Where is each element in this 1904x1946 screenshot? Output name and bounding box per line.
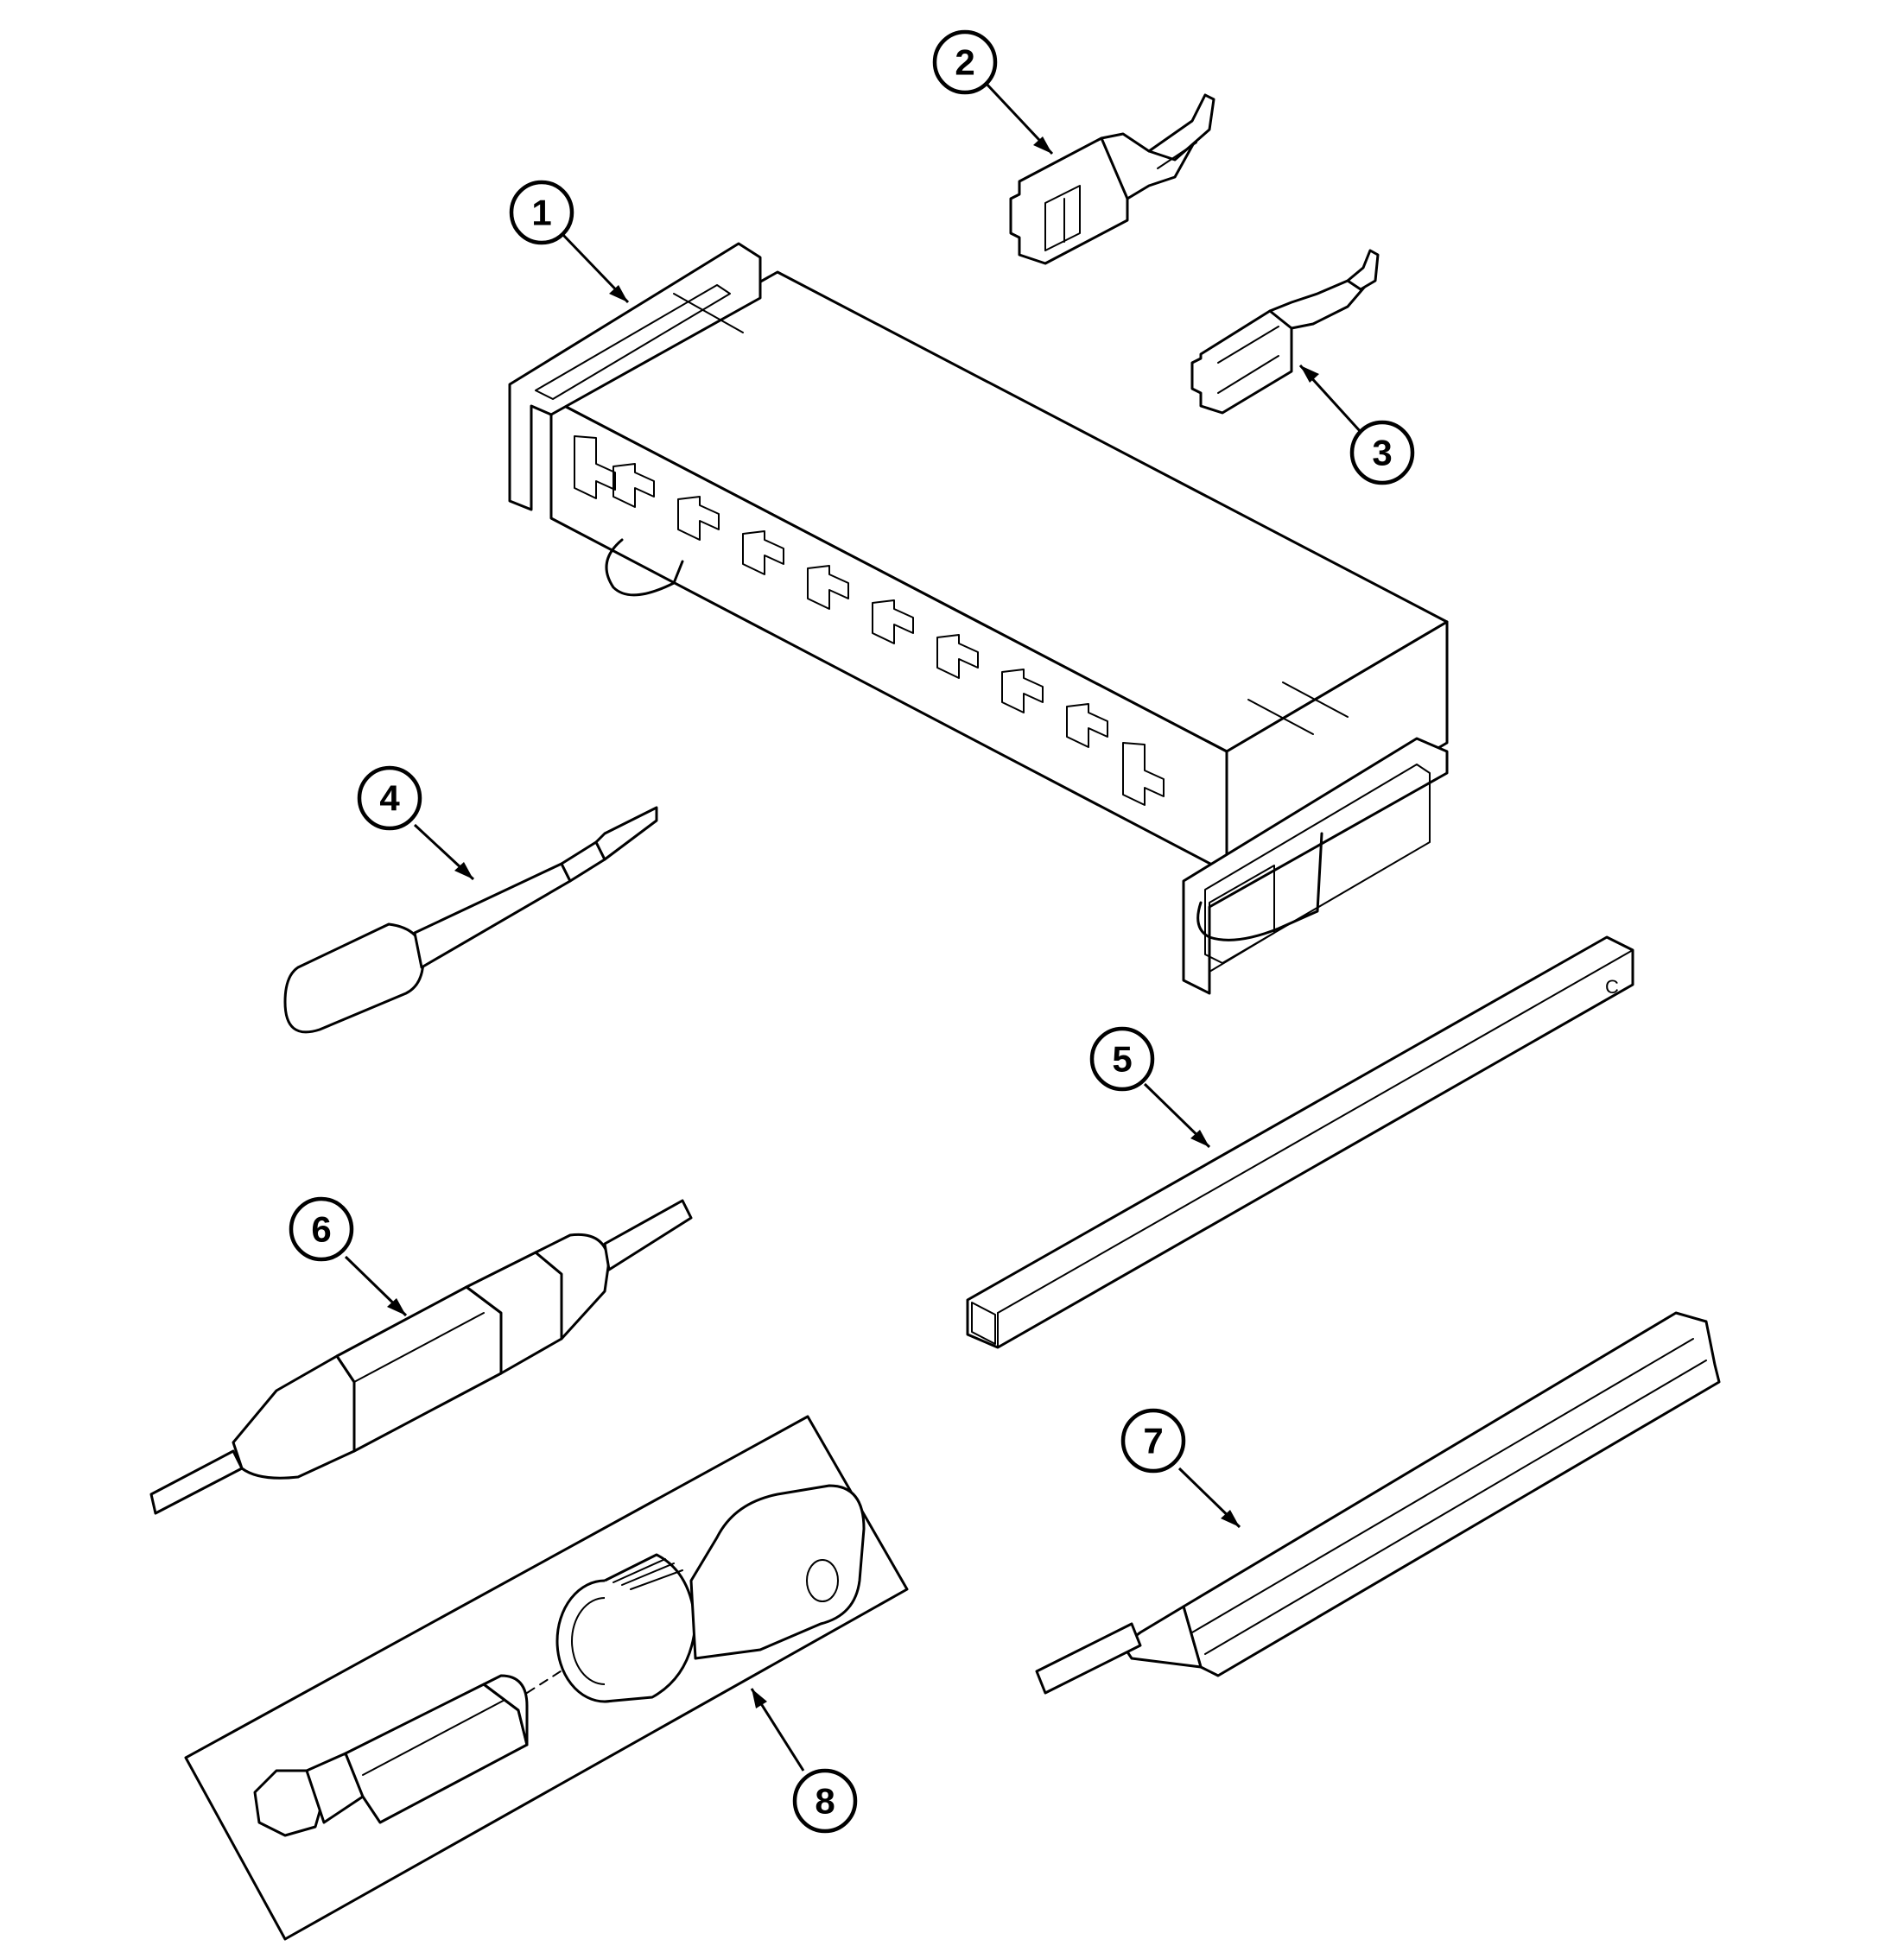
callout-8-label: 8 (815, 1781, 835, 1822)
socket-and-torx-bit-set (184, 1415, 909, 1941)
double-ended-pin-tool (149, 1199, 693, 1515)
callout-2-label: 2 (955, 42, 974, 83)
leader-lines (344, 80, 1362, 1772)
callout-3-label: 3 (1372, 433, 1392, 473)
callout-5: 5 (1089, 1026, 1155, 1092)
callout-7-label: 7 (1143, 1421, 1163, 1461)
callout-3: 3 (1349, 420, 1415, 485)
callout-5-label: 5 (1112, 1039, 1132, 1080)
cavity-row (574, 435, 1165, 806)
square-bar: C (966, 935, 1634, 1349)
terminal-small (1190, 249, 1380, 415)
pin-extractor-tool (283, 806, 658, 1034)
hex-pin-tool (1035, 1311, 1721, 1695)
callout-6-label: 6 (311, 1209, 331, 1250)
callout-7: 7 (1120, 1408, 1186, 1474)
callout-4-label: 4 (379, 778, 400, 819)
callout-4: 4 (357, 765, 422, 831)
bar-end-letter: C (1605, 976, 1619, 998)
callout-6: 6 (289, 1196, 354, 1262)
terminal-large (1009, 93, 1215, 265)
connector-housing (508, 242, 1449, 995)
callout-1-label: 1 (531, 193, 551, 233)
callout-8: 8 (792, 1768, 858, 1834)
callout-1: 1 (509, 180, 574, 245)
callout-2: 2 (932, 29, 998, 95)
